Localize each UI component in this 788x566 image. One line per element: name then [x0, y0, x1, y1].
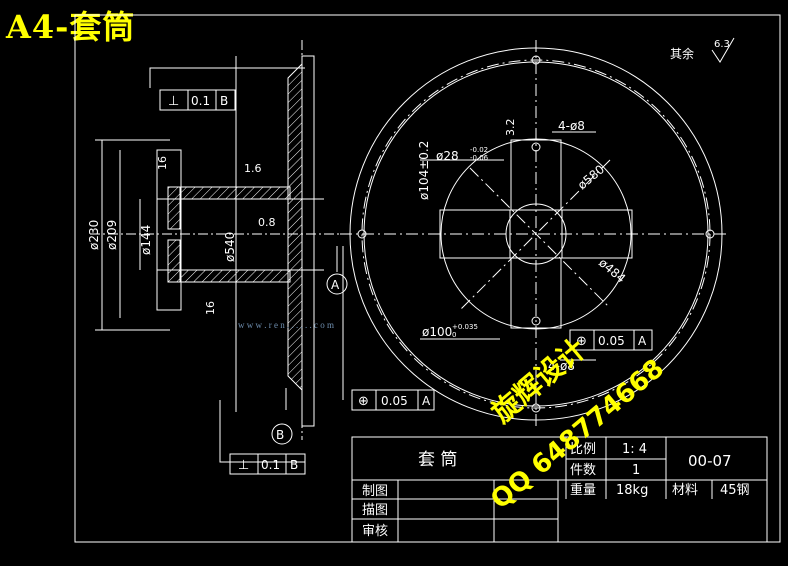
traced-label: 描图 — [362, 503, 388, 518]
dim-r16-top: 16 — [156, 156, 169, 170]
dim-d580: ø580 — [575, 162, 607, 192]
svg-text:B: B — [290, 458, 298, 472]
watermark-url: w w w . r e n . . . . . . c o m — [238, 320, 334, 330]
dim-d28-tol-lower: -0.06 — [470, 154, 489, 162]
svg-text:⊥: ⊥ — [168, 94, 179, 109]
surface-finish-label: 其余 — [670, 46, 694, 61]
tolerance-pos-main: ⊕ 0.05 A — [351, 389, 435, 411]
dim-d230: ø230 — [87, 220, 101, 250]
dim-d28: ø28 — [436, 149, 459, 163]
tolerance-pos-right: ⊕ 0.05 A — [569, 329, 653, 351]
material-label: 材料 — [672, 483, 698, 498]
svg-text:A: A — [422, 394, 431, 408]
surface-finish-value: 6.3 — [714, 39, 730, 50]
svg-text:A: A — [638, 334, 647, 348]
title-block — [351, 436, 768, 543]
weight-label: 重量 — [570, 482, 596, 498]
datum-a-circle — [326, 273, 348, 295]
front-view — [340, 40, 730, 430]
dim-d209: ø209 — [105, 220, 119, 250]
datum-b-circle — [271, 423, 293, 445]
dim-d100-tol-upper: +0.035 — [452, 323, 478, 331]
dim-t32: 3.2 — [504, 119, 517, 137]
svg-text:B: B — [220, 94, 228, 108]
dim-d484: ø484 — [596, 256, 628, 286]
drawing-title: A4-套筒 — [6, 8, 136, 46]
scale-value: 1: 4 — [622, 442, 647, 457]
section-view — [90, 40, 345, 463]
datum-b-label: B — [276, 428, 284, 442]
tolerance-perp-top: ⊥ 0.1 B — [159, 89, 236, 111]
part-name: 套 筒 — [418, 450, 457, 470]
dim-d100: ø100 — [422, 325, 452, 339]
checked-label: 审核 — [362, 524, 388, 539]
dim-d28-tol-upper: -0.02 — [470, 146, 488, 154]
qty-label: 件数 — [570, 463, 596, 478]
drawing-number: 00-07 — [688, 452, 732, 470]
dim-r16-bottom: 16 — [204, 301, 217, 315]
datum-a-label: A — [331, 278, 340, 292]
drawn-label: 制图 — [362, 484, 388, 499]
qty-value: 1 — [632, 463, 640, 478]
material-value: 45钢 — [720, 483, 750, 498]
svg-text:⊥: ⊥ — [238, 458, 249, 473]
dim-d104: ø104±0.2 — [417, 141, 431, 200]
weight-value: 18kg — [616, 483, 648, 498]
svg-text:⊕: ⊕ — [576, 334, 587, 349]
svg-text:0.1: 0.1 — [261, 458, 280, 472]
dim-r08: 0.8 — [258, 216, 276, 229]
dim-holes-bottom: 4-ø8 — [548, 359, 575, 373]
dim-d100-tol-lower: 0 — [452, 331, 456, 339]
dim-r16-mid: 1.6 — [244, 162, 262, 175]
scale-label: 比例 — [570, 442, 596, 457]
dim-holes-top: 4-ø8 — [558, 119, 585, 133]
tolerance-perp-bottom: ⊥ 0.1 B — [229, 453, 306, 475]
svg-text:0.05: 0.05 — [598, 334, 625, 348]
surface-finish-icon — [711, 37, 735, 63]
svg-text:⊕: ⊕ — [358, 394, 369, 409]
svg-text:0.1: 0.1 — [191, 94, 210, 108]
svg-text:0.05: 0.05 — [381, 394, 408, 408]
dim-d144: ø144 — [139, 225, 153, 255]
dim-d540: ø540 — [223, 232, 237, 262]
